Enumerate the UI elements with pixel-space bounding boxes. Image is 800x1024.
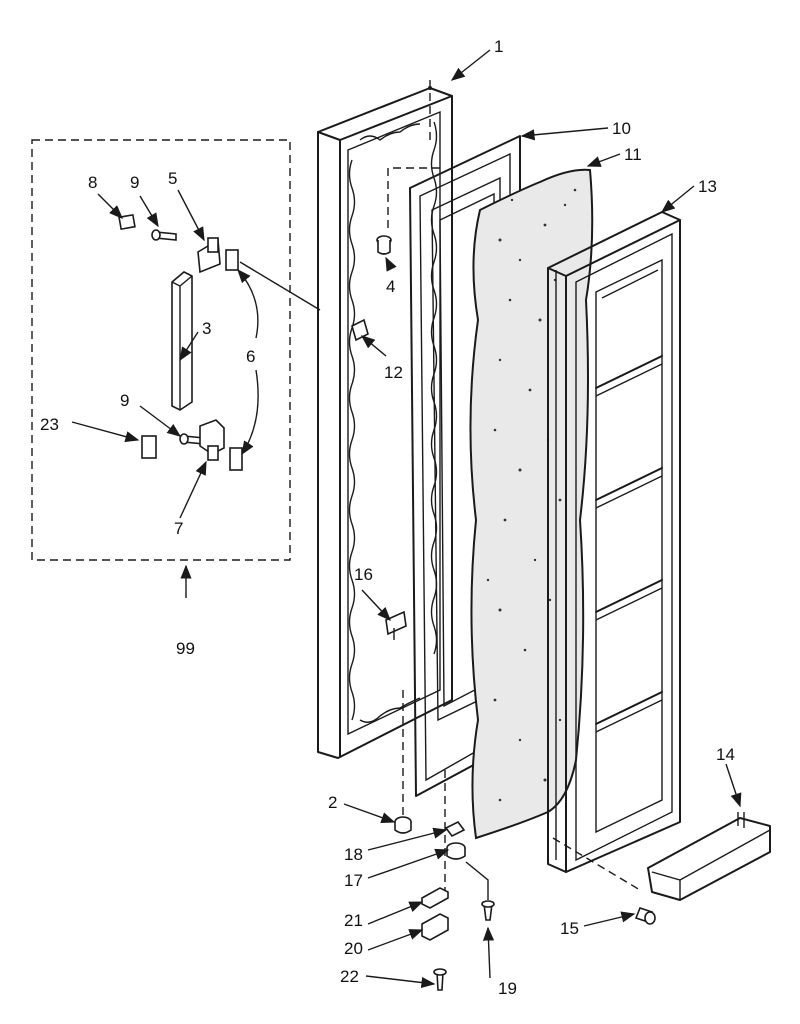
door-shelf-bin <box>647 812 771 901</box>
callout-17: 17 <box>344 871 363 890</box>
callout-19: 19 <box>498 979 517 998</box>
callout-6: 6 <box>246 347 255 366</box>
callout-22: 22 <box>340 967 359 986</box>
hinge-bracket-lower <box>199 419 225 461</box>
callout-16: 16 <box>354 565 373 584</box>
clip <box>141 435 157 459</box>
handle <box>171 271 193 411</box>
spacer <box>118 213 136 231</box>
hinge-plate-21 <box>421 887 449 909</box>
screw-19 <box>465 861 495 921</box>
callout-23: 23 <box>40 415 59 434</box>
callout-1: 1 <box>494 37 503 56</box>
callout-15: 15 <box>560 919 579 938</box>
screw-22 <box>433 968 447 991</box>
callout-18: 18 <box>344 845 363 864</box>
clip-12 <box>351 318 369 342</box>
callout-20: 20 <box>344 939 363 958</box>
callout-21: 21 <box>344 911 363 930</box>
callout-4: 4 <box>386 277 395 296</box>
callout-9-lower: 9 <box>120 391 129 410</box>
callout-2: 2 <box>328 793 337 812</box>
callout-14: 14 <box>716 745 735 764</box>
bracket-16 <box>385 610 407 640</box>
handle-kit-box <box>31 139 291 561</box>
plate-lower <box>229 447 243 471</box>
door-outer-panel <box>317 86 453 759</box>
callout-3: 3 <box>202 319 211 338</box>
callout-10: 10 <box>612 119 631 138</box>
screw-15 <box>634 907 656 925</box>
screw-upper <box>151 229 177 241</box>
hinge-bracket-upper <box>197 237 221 274</box>
inner-door-liner <box>547 211 681 873</box>
foam-texture <box>486 188 577 802</box>
callout-11: 11 <box>624 145 642 164</box>
bushing-18 <box>444 820 466 838</box>
callout-7: 7 <box>174 519 183 538</box>
cap-2 <box>394 816 412 834</box>
door-stop-4 <box>376 235 392 255</box>
plate-upper <box>225 249 239 271</box>
foam-insulation <box>469 168 594 840</box>
callout-99: 99 <box>176 639 195 658</box>
washer-17 <box>446 842 466 860</box>
callout-9-upper: 9 <box>130 173 139 192</box>
callout-5: 5 <box>168 169 177 188</box>
callout-13: 13 <box>698 177 717 196</box>
callout-12: 12 <box>384 363 403 382</box>
callout-8: 8 <box>88 173 97 192</box>
hinge-plate-20 <box>421 913 449 941</box>
